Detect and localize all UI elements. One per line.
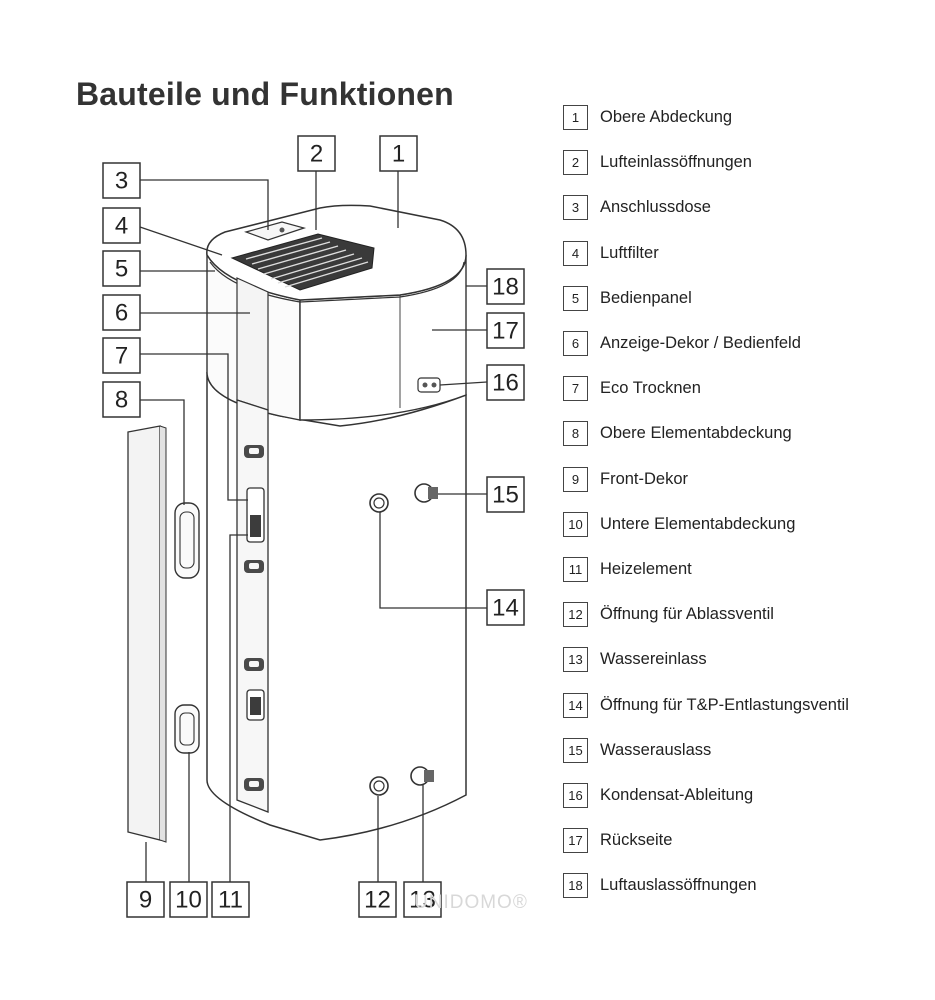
- display-decor-strip: [236, 277, 269, 411]
- water-inlet-fitting: [410, 766, 434, 786]
- front-decor-panel: [127, 425, 167, 843]
- legend-number: 2: [563, 150, 588, 176]
- legend-label: Anschlussdose: [600, 198, 711, 217]
- svg-text:1: 1: [392, 141, 405, 168]
- upper-element-cover: [174, 502, 200, 579]
- legend-number: 15: [563, 737, 588, 763]
- legend-label: Lufteinlassöffnungen: [600, 153, 752, 172]
- callout-16: 16: [486, 364, 525, 401]
- legend-label: Luftfilter: [600, 243, 659, 262]
- callout-5: 5: [102, 250, 141, 287]
- callout-7: 7: [102, 337, 141, 374]
- condensate-drain: [417, 377, 441, 393]
- callout-12: 12: [358, 881, 397, 918]
- callout-3: 3: [102, 162, 141, 199]
- heating-element: [246, 487, 265, 721]
- svg-text:2: 2: [310, 141, 323, 168]
- svg-text:3: 3: [115, 168, 128, 195]
- callout-13: 13: [403, 881, 442, 918]
- svg-text:12: 12: [364, 887, 391, 914]
- svg-text:6: 6: [115, 300, 128, 327]
- callout-10: 10: [169, 881, 208, 918]
- legend-label: Luftauslassöffnungen: [600, 876, 757, 895]
- svg-text:7: 7: [115, 343, 128, 370]
- legend-number: 6: [563, 331, 588, 356]
- callout-8: 8: [102, 381, 141, 418]
- legend-label: Untere Elementabdeckung: [600, 514, 796, 533]
- legend-label: Rückseite: [600, 831, 673, 850]
- callout-11: 11: [211, 881, 250, 918]
- legend-number: 12: [563, 602, 588, 628]
- callout-4: 4: [102, 207, 141, 244]
- callout-2: 2: [297, 135, 336, 172]
- legend-number: 17: [563, 828, 588, 854]
- legend-label: Wasserauslass: [600, 740, 712, 759]
- tp-relief-valve-port: [369, 493, 389, 513]
- legend-number: 18: [563, 873, 588, 899]
- legend-number: 1: [563, 105, 588, 130]
- legend-label: Öffnung für Ablassventil: [600, 605, 774, 624]
- air-inlet-grille: [230, 233, 375, 291]
- diagram-title: Bauteile und Funktionen: [76, 76, 454, 112]
- svg-text:18: 18: [492, 274, 519, 301]
- legend-number: 11: [563, 557, 588, 582]
- callout-15: 15: [486, 476, 525, 513]
- svg-text:11: 11: [218, 887, 243, 914]
- legend-number: 13: [563, 647, 588, 673]
- svg-text:15: 15: [492, 482, 519, 509]
- water-outlet-fitting: [414, 483, 438, 503]
- callout-6: 6: [102, 294, 141, 331]
- callout-18: 18: [486, 268, 525, 305]
- callout-17: 17: [486, 312, 525, 349]
- legend-number: 3: [563, 195, 588, 221]
- legend-label: Heizelement: [600, 560, 692, 578]
- legend-number: 8: [563, 421, 588, 447]
- svg-text:5: 5: [115, 256, 128, 283]
- svg-text:8: 8: [115, 387, 128, 414]
- legend-number: 14: [563, 692, 588, 718]
- callout-9: 9: [126, 881, 165, 918]
- svg-text:17: 17: [492, 318, 519, 345]
- legend-label: Obere Elementabdeckung: [600, 424, 792, 443]
- legend-label: Wassereinlass: [600, 650, 707, 669]
- front-channel: [236, 399, 269, 813]
- legend-label: Bedienpanel: [600, 288, 692, 307]
- legend-label: Kondensat-Ableitung: [600, 786, 754, 804]
- svg-text:9: 9: [139, 887, 152, 914]
- connection-box: [244, 221, 307, 241]
- legend-label: Front-Dekor: [600, 469, 689, 488]
- legend-label: Eco Trocknen: [600, 379, 701, 398]
- legend-number: 5: [563, 285, 588, 311]
- svg-text:10: 10: [175, 887, 202, 914]
- callout-1: 1: [379, 135, 418, 172]
- legend-number: 9: [563, 466, 588, 492]
- svg-text:14: 14: [492, 595, 519, 622]
- watermark: UNIDOMO®: [414, 892, 528, 913]
- lower-element-cover: [174, 704, 200, 754]
- legend-label: Obere Abdeckung: [600, 108, 733, 126]
- legend-label: Anzeige-Dekor / Bedienfeld: [600, 334, 801, 352]
- legend-number: 10: [563, 511, 588, 537]
- svg-text:16: 16: [492, 370, 519, 397]
- leader-lines: [139, 171, 488, 882]
- svg-text:4: 4: [115, 213, 128, 240]
- callout-14: 14: [486, 589, 525, 626]
- svg-text:13: 13: [409, 887, 436, 914]
- legend-number: 7: [563, 376, 588, 402]
- legend-label: Öffnung für T&P-Entlastungsventil: [600, 695, 849, 714]
- legend-number: 16: [563, 783, 588, 808]
- drain-valve-port: [369, 776, 389, 796]
- legend-number: 4: [563, 240, 588, 266]
